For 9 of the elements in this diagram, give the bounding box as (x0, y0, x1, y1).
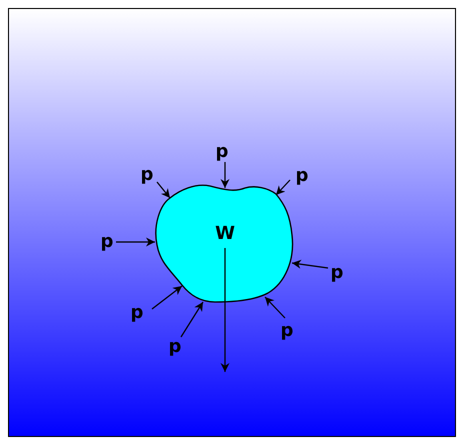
pressure-label: p (168, 337, 182, 357)
pressure-label: p (330, 263, 344, 283)
weight-label: W (215, 224, 235, 244)
pressure-label: p (140, 165, 154, 185)
pressure-label: p (130, 303, 144, 323)
pressure-label: p (216, 142, 228, 162)
pressure-label: p (296, 166, 308, 186)
pressure-label: p (100, 232, 114, 252)
pressure-label: p (280, 321, 294, 341)
